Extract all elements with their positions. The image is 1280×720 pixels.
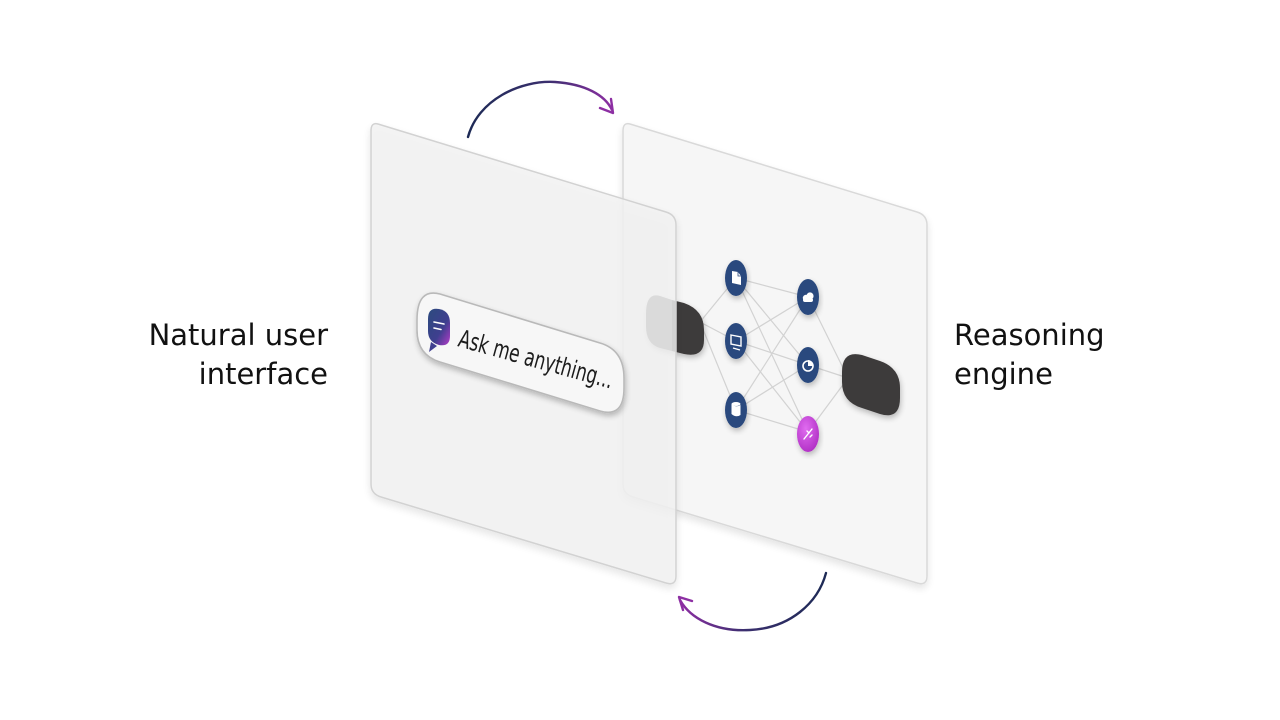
cloud-icon <box>802 292 814 302</box>
reasoning-engine-label: Reasoning engine <box>954 316 1214 394</box>
output-connector <box>842 354 900 416</box>
sparkle-icon <box>803 428 813 440</box>
monitor-icon <box>730 334 742 351</box>
database-icon <box>731 402 741 417</box>
network-input-node <box>725 392 747 428</box>
label-left-line2: interface <box>198 357 328 391</box>
network-output-node <box>797 347 819 383</box>
label-left-line1: Natural user <box>148 318 328 352</box>
return-arrow <box>677 571 828 632</box>
natural-user-interface-label: Natural user interface <box>68 316 328 394</box>
network-input-node <box>725 260 747 296</box>
network-output-node-highlighted <box>797 416 819 452</box>
label-right-line1: Reasoning <box>954 318 1105 352</box>
label-right-line2: engine <box>954 357 1053 391</box>
document-icon <box>732 271 741 285</box>
network-output-node <box>797 279 819 315</box>
chat-bubble-icon <box>428 308 450 352</box>
network-input-node <box>725 323 747 359</box>
forward-arrow <box>466 80 615 139</box>
network-edges <box>699 277 849 433</box>
pie-chart-icon <box>802 359 814 372</box>
